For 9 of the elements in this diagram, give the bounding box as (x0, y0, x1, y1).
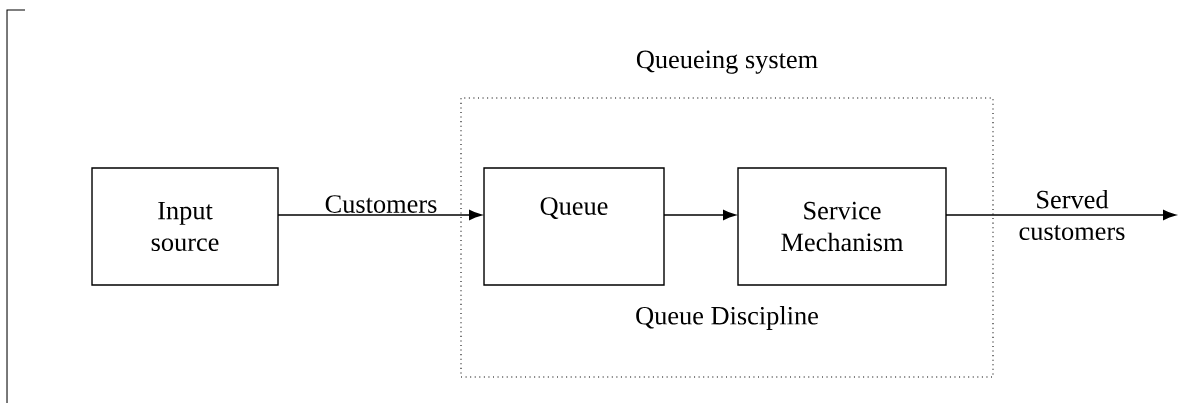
process-box: Service Mechanism (737, 167, 947, 286)
edge-label: Customers (325, 195, 437, 213)
arrow (277, 210, 482, 220)
arrow (945, 210, 1176, 220)
process-box: Queue (483, 167, 665, 286)
process-box: Input source (91, 167, 279, 286)
arrow (663, 210, 736, 220)
edge-label: Served customers (1019, 189, 1125, 241)
node-label: Queueing system (636, 50, 818, 74)
